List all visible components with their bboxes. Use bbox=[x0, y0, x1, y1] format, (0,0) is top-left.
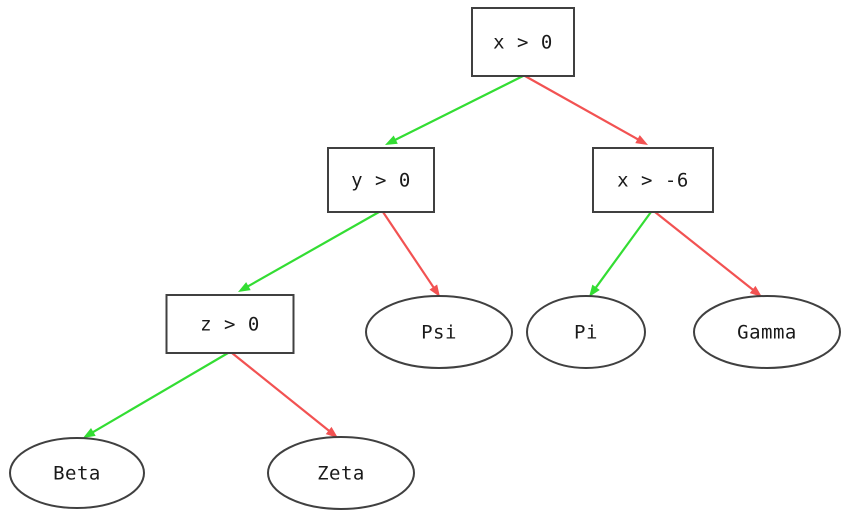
arrowhead-icon bbox=[385, 135, 398, 145]
node-label: Zeta bbox=[317, 463, 365, 485]
node-z_gt_0[interactable]: z > 0 bbox=[165, 294, 295, 354]
node-root[interactable]: x > 0 bbox=[471, 7, 575, 77]
decision-node-rect[interactable] bbox=[165, 294, 295, 354]
arrowhead-icon bbox=[635, 135, 648, 145]
edge-line bbox=[91, 352, 229, 434]
edge-line bbox=[246, 211, 380, 289]
edge-true bbox=[83, 352, 229, 438]
node-psi[interactable]: Psi bbox=[365, 295, 513, 369]
decision-node-rect[interactable] bbox=[592, 147, 714, 213]
node-label: y > 0 bbox=[351, 170, 411, 192]
node-y_gt_0[interactable]: y > 0 bbox=[327, 147, 435, 213]
node-label: Beta bbox=[53, 463, 101, 485]
edge-line bbox=[524, 75, 640, 142]
edge-false bbox=[654, 211, 762, 297]
node-label: Psi bbox=[421, 322, 457, 344]
arrowhead-icon bbox=[325, 426, 338, 438]
node-label: Pi bbox=[574, 322, 598, 344]
decision-node-rect[interactable] bbox=[327, 147, 435, 213]
edges-layer bbox=[83, 75, 762, 438]
node-label: Gamma bbox=[737, 322, 797, 344]
edge-false bbox=[231, 352, 338, 438]
edge-true bbox=[238, 211, 380, 292]
node-label: x > -6 bbox=[617, 170, 689, 192]
decision-node-rect[interactable] bbox=[471, 7, 575, 77]
edge-line bbox=[231, 352, 331, 433]
node-x_gt_m6[interactable]: x > -6 bbox=[592, 147, 714, 213]
node-zeta[interactable]: Zeta bbox=[267, 436, 415, 510]
edge-true bbox=[589, 211, 652, 297]
leaf-node-ellipse[interactable] bbox=[267, 436, 415, 510]
edge-false bbox=[524, 75, 648, 145]
edge-line bbox=[393, 75, 524, 142]
edge-false bbox=[382, 211, 440, 297]
node-label: x > 0 bbox=[493, 32, 553, 54]
arrowhead-icon bbox=[749, 285, 762, 297]
leaf-node-ellipse[interactable] bbox=[365, 295, 513, 369]
leaf-node-ellipse[interactable] bbox=[9, 437, 145, 509]
arrowhead-icon bbox=[83, 427, 96, 438]
edge-true bbox=[385, 75, 524, 145]
arrowhead-icon bbox=[429, 284, 440, 297]
leaf-node-ellipse[interactable] bbox=[526, 295, 646, 369]
arrowhead-icon bbox=[589, 284, 600, 297]
edge-line bbox=[654, 211, 755, 292]
node-beta[interactable]: Beta bbox=[9, 437, 145, 509]
node-gamma[interactable]: Gamma bbox=[693, 295, 841, 369]
edge-line bbox=[382, 211, 436, 290]
node-label: z > 0 bbox=[200, 314, 260, 336]
node-pi[interactable]: Pi bbox=[526, 295, 646, 369]
edge-line bbox=[594, 211, 652, 290]
arrowhead-icon bbox=[238, 282, 251, 292]
leaf-node-ellipse[interactable] bbox=[693, 295, 841, 369]
